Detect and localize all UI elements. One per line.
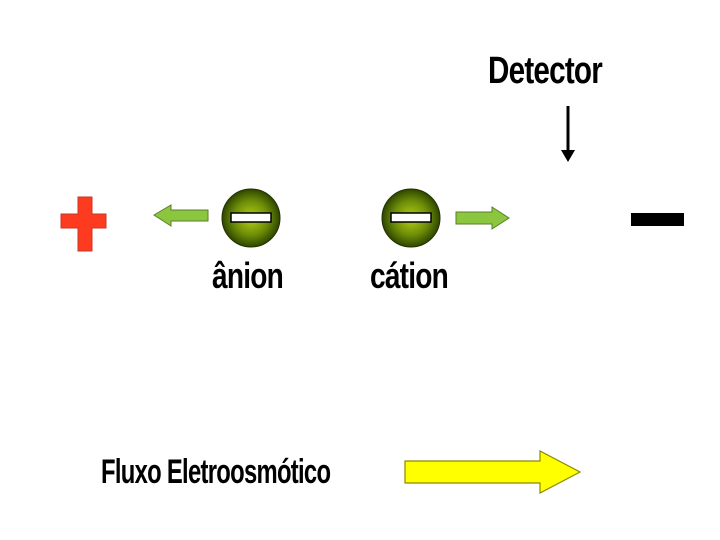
cation-right-arrow-icon [455, 206, 510, 230]
anion-label: ânion [212, 255, 284, 296]
cation-label: cátion [370, 255, 449, 296]
positive-electrode-icon [60, 196, 107, 252]
anion-left-arrow-icon [153, 204, 209, 227]
detector-arrow-icon [561, 106, 575, 162]
electroosmotic-flow-label: Fluxo Eletroosmótico [101, 453, 331, 491]
detector-label: Detector [488, 50, 603, 92]
electroosmotic-flow-arrow-icon [404, 450, 582, 494]
cation-ion-icon [381, 188, 441, 248]
negative-electrode-icon [631, 213, 684, 226]
anion-ion-icon [221, 188, 281, 248]
